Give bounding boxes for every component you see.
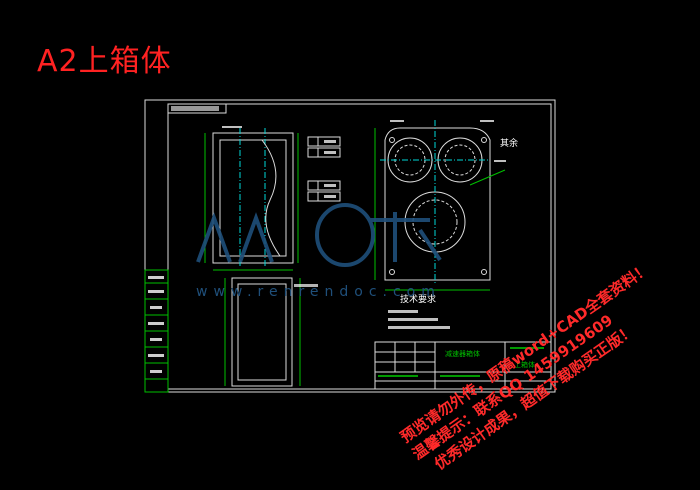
front-view: [204, 128, 299, 271]
logo-watermark: [196, 203, 442, 267]
tech-requirements-lines: [388, 310, 450, 329]
title-block: [374, 341, 552, 390]
drawing-number-box: [167, 103, 227, 114]
outer-frame: [144, 99, 556, 393]
tolerance-frames: [307, 136, 341, 202]
page-title: A2上箱体: [37, 44, 172, 79]
left-margin-boxes: [144, 269, 169, 393]
plan-view: [224, 277, 301, 387]
top-view: [374, 120, 506, 291]
count-label: 其余: [500, 137, 518, 149]
title-block-part: 上箱体: [514, 360, 535, 369]
site-watermark: www.renrendoc.com: [196, 284, 441, 300]
tech-requirements-title: 技术要求: [400, 293, 436, 305]
title-block-name: 减速器箱体: [445, 349, 480, 358]
inner-frame: [167, 103, 552, 390]
